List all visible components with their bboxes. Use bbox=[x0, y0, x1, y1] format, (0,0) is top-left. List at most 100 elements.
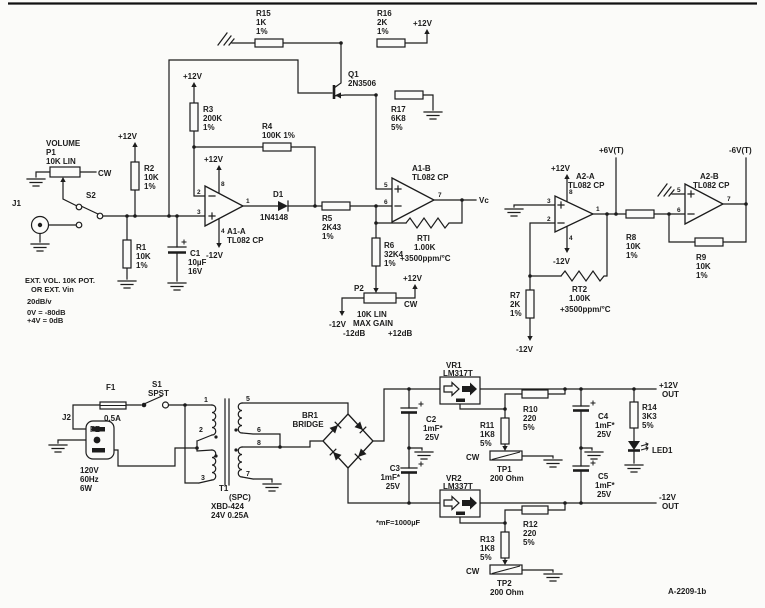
p2-wiper-arrow bbox=[373, 288, 379, 293]
pot-p2[interactable]: -12V +12V CW P2 10K LIN MAX GAIN -12dB +… bbox=[329, 274, 423, 338]
opamp-a1a[interactable]: +12V -12V 2 3 1 8 4 A1-A TL082 CP bbox=[197, 155, 264, 260]
r4-value: 100K 1% bbox=[262, 131, 295, 140]
t1-pin1: 1 bbox=[204, 397, 208, 404]
note-line2: OR EXT. Vin bbox=[31, 285, 74, 294]
r8-ref: R8 bbox=[626, 233, 637, 242]
regulator-vr1[interactable]: VR1 LM317T bbox=[439, 361, 481, 405]
resistor-r16[interactable]: R16 2K 1% +12V bbox=[376, 9, 433, 48]
resistor-r12[interactable]: R12 220 5% bbox=[521, 505, 549, 547]
cap-c3[interactable]: C3 1mF* 25V bbox=[380, 461, 424, 492]
resistor-r1[interactable]: R1 10K 1% bbox=[122, 239, 151, 270]
resistor-r10[interactable]: R10 220 5% bbox=[521, 389, 549, 432]
r10-value: 220 bbox=[523, 414, 537, 423]
r5-ref: R5 bbox=[322, 214, 333, 223]
n6t-label: -6V(T) bbox=[729, 146, 752, 155]
opamp-a1b[interactable]: 5 6 7 A1-B TL082 CP Vc bbox=[384, 164, 489, 224]
a1b-pin-out: 7 bbox=[438, 192, 442, 199]
resistor-r5[interactable]: R5 2K43 1% bbox=[321, 201, 351, 241]
p2-n12: -12V bbox=[329, 320, 347, 329]
rti-tc: +3500ppm/°C bbox=[400, 254, 451, 263]
r8-value: 10K bbox=[626, 242, 641, 251]
jack-j1[interactable]: J1 bbox=[12, 199, 50, 235]
r12-tol: 5% bbox=[523, 538, 535, 547]
r7-tol: 1% bbox=[510, 309, 522, 318]
resistor-r3[interactable]: +12V R3 200K 1% bbox=[183, 72, 222, 132]
out-n12: -12V bbox=[659, 493, 677, 502]
j2-freq: 60Hz bbox=[80, 475, 99, 484]
j2-ref: J2 bbox=[62, 413, 71, 422]
a1b-pin-inv: 6 bbox=[384, 199, 388, 206]
a1a-pin-non: 3 bbox=[197, 209, 201, 216]
cap-c5[interactable]: C5 1mF* 25V bbox=[572, 460, 615, 500]
ground-t1 bbox=[262, 483, 282, 492]
r12-ref: R12 bbox=[523, 520, 538, 529]
opamp-a2b[interactable]: 5 6 7 A2-B TL082 CP bbox=[677, 172, 731, 226]
a2b-pin-out: 7 bbox=[727, 196, 731, 203]
resistor-r9[interactable]: R9 10K 1% bbox=[694, 237, 724, 280]
a1a-pin-vn: 4 bbox=[221, 228, 225, 235]
resistor-r6[interactable]: R6 32K4 1% bbox=[371, 237, 404, 268]
transformer-t1: 1 2 3 5 6 8 7 T1 (SPC) XBD-424 24V 0.25A bbox=[199, 396, 261, 520]
resistor-r14[interactable]: R14 3K3 5% bbox=[629, 401, 657, 430]
pot-p1[interactable]: VOLUME P1 10K LIN CW bbox=[46, 139, 112, 182]
p2-max: +12dB bbox=[388, 329, 412, 338]
rt2-ref: RT2 bbox=[572, 285, 588, 294]
f1-value: 0.5A bbox=[104, 414, 121, 423]
switch-s2[interactable]: S2 bbox=[75, 191, 104, 229]
resistor-r8[interactable]: R8 10K 1% bbox=[625, 209, 655, 260]
r2-p12: +12V bbox=[118, 132, 138, 141]
r2-p12-arrow bbox=[132, 142, 138, 147]
r3-p12: +12V bbox=[183, 72, 203, 81]
cap-c2[interactable]: C2 1mF* 25V bbox=[400, 401, 443, 443]
reference-stage: +12V -12V 3 2 1 8 4 A2-A TL082 CP +6V(T)… bbox=[504, 146, 752, 354]
r12-value: 220 bbox=[523, 529, 537, 538]
r5-tol: 1% bbox=[322, 232, 334, 241]
r10-ref: R10 bbox=[523, 405, 538, 414]
resistor-r11[interactable]: R11 1K8 5% bbox=[480, 417, 510, 448]
ground-r1 bbox=[117, 280, 137, 289]
r16-tol: 1% bbox=[377, 27, 389, 36]
resistor-r7[interactable]: -12V R7 2K 1% bbox=[510, 289, 535, 354]
s1-type: SPST bbox=[148, 389, 169, 398]
trimpot-tp1[interactable]: CW TP1 200 Ohm bbox=[466, 446, 524, 483]
cap-c4[interactable]: C4 1mF* 25V bbox=[572, 400, 615, 440]
f1-ref: F1 bbox=[106, 383, 116, 392]
rti-ref: RTI bbox=[417, 234, 430, 243]
out-p12: +12V bbox=[659, 381, 679, 390]
resistor-r17[interactable]: R17 6K8 5% bbox=[391, 90, 424, 132]
a2a-part: TL082 CP bbox=[568, 181, 605, 190]
log-amp-stage: R15 1K 1% R16 2K 1% +12V Q1 2N3506 R17 6… bbox=[168, 9, 489, 338]
c3-volt: 25V bbox=[386, 482, 401, 491]
a1a-n12: -12V bbox=[206, 251, 224, 260]
a1a-pin-out: 1 bbox=[246, 198, 250, 205]
resistor-r15[interactable]: R15 1K 1% bbox=[254, 9, 284, 48]
fuse-f1[interactable]: F1 0.5A FB bbox=[90, 383, 127, 434]
rti-value: 1.00K bbox=[414, 243, 436, 252]
trimpot-tp2[interactable]: CW TP2 200 Ohm bbox=[466, 560, 524, 597]
resistor-r4[interactable]: R4 100K 1% bbox=[262, 122, 295, 152]
a1a-p12: +12V bbox=[204, 155, 224, 164]
wires-psu bbox=[57, 388, 657, 573]
c3-ref: C3 bbox=[390, 464, 401, 473]
r7-ref: R7 bbox=[510, 291, 521, 300]
c5-value: 1mF* bbox=[595, 481, 615, 490]
resistor-r13[interactable]: R13 1K8 5% bbox=[480, 531, 510, 562]
a2a-n12-arrow bbox=[564, 248, 570, 253]
led-led1[interactable]: LED1 bbox=[628, 441, 673, 455]
rail-plus12-out: +12V OUT bbox=[659, 381, 679, 399]
c3-value: 1mF* bbox=[380, 473, 400, 482]
opamp-a2a[interactable]: +12V -12V 3 2 1 8 4 A2-A TL082 CP bbox=[547, 164, 605, 266]
r7-n12: -12V bbox=[516, 345, 534, 354]
j2-volt: 120V bbox=[80, 466, 99, 475]
resistor-r2[interactable]: +12V R2 10K 1% bbox=[118, 132, 159, 191]
transistor-q1[interactable]: Q1 2N3506 bbox=[332, 70, 377, 99]
cap-c1[interactable]: C1 10µF 16V bbox=[167, 239, 207, 277]
plug-j2[interactable]: J2 120V 60Hz 6W bbox=[62, 413, 115, 493]
diode-d1[interactable]: D1 1N4148 bbox=[260, 190, 289, 222]
r2-value: 10K bbox=[144, 173, 159, 182]
switch-s1[interactable]: S1 SPST bbox=[141, 380, 170, 409]
bridge-br1[interactable]: BR1 BRIDGE bbox=[292, 411, 374, 469]
r11-tol: 5% bbox=[480, 439, 492, 448]
regulator-vr2[interactable]: VR2 LM337T bbox=[439, 474, 481, 518]
s2-ref: S2 bbox=[86, 191, 96, 200]
